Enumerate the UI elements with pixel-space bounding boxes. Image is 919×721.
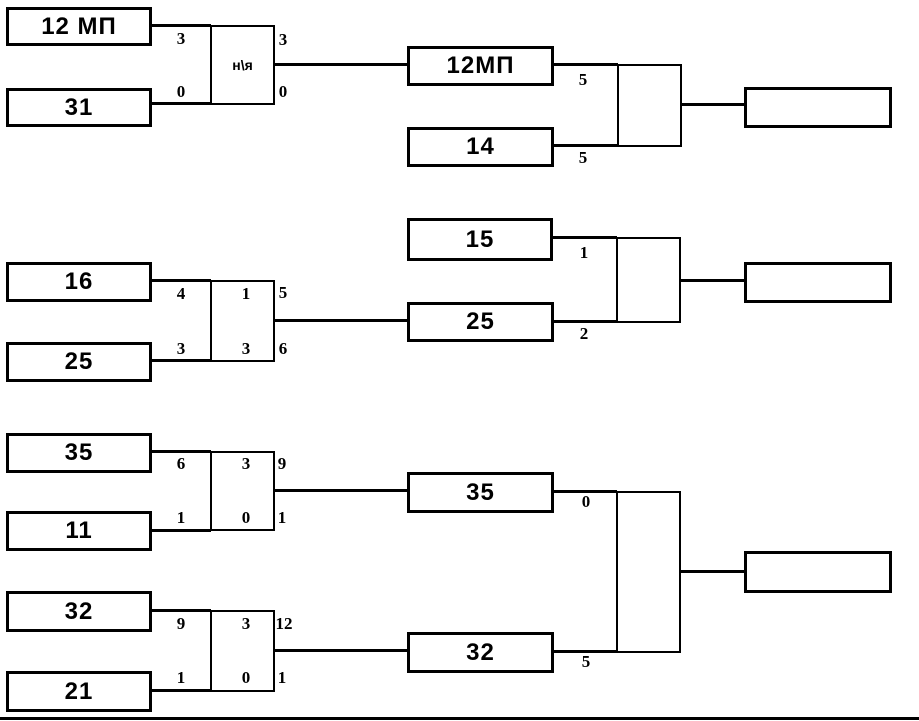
- bracket-line: [680, 279, 745, 282]
- score-label: 5: [578, 148, 588, 167]
- bottom-border-line: [0, 717, 919, 720]
- score-label: 0: [581, 492, 591, 511]
- bracket-line: [680, 570, 745, 573]
- bracket-line: [553, 63, 618, 66]
- bracket-line: [274, 319, 408, 322]
- score-label: 12: [275, 614, 293, 633]
- score-label: 1: [176, 508, 186, 527]
- bracket-line: [151, 24, 211, 27]
- score-label: 4: [176, 284, 186, 303]
- team-box: 12 МП: [6, 7, 152, 46]
- match-connector-box: н\я: [210, 25, 275, 105]
- team-box: 35: [6, 433, 152, 473]
- score-label: 9: [176, 614, 186, 633]
- match-connector-box: [616, 237, 681, 323]
- score-label: 0: [241, 508, 251, 527]
- winner-box: [744, 262, 892, 303]
- score-label: 9: [277, 454, 287, 473]
- match-connector-box: [210, 610, 275, 692]
- team-box: 21: [6, 671, 152, 712]
- score-label: 1: [579, 243, 589, 262]
- bracket-line: [274, 63, 408, 66]
- team-box: 32: [6, 591, 152, 632]
- score-label: 5: [581, 652, 591, 671]
- bracket-line: [151, 529, 211, 532]
- score-label: 3: [241, 339, 251, 358]
- score-label: 3: [176, 29, 186, 48]
- score-label: 6: [176, 454, 186, 473]
- team-box: 14: [407, 127, 554, 167]
- team-box: 35: [407, 472, 554, 513]
- score-label: 1: [176, 668, 186, 687]
- team-box: 25: [6, 342, 152, 382]
- match-connector-box: [210, 451, 275, 531]
- score-label: 3: [241, 614, 251, 633]
- team-box: 25: [407, 302, 554, 342]
- bracket-line: [553, 490, 617, 493]
- team-box: 16: [6, 262, 152, 302]
- score-label: 3: [176, 339, 186, 358]
- team-box: 15: [407, 218, 553, 261]
- bracket-line: [151, 450, 211, 453]
- score-label: 0: [176, 82, 186, 101]
- match-connector-box: [617, 64, 682, 147]
- team-box: 12МП: [407, 46, 554, 86]
- bracket-line: [274, 649, 408, 652]
- bracket-line: [553, 650, 617, 653]
- score-label: 5: [278, 283, 288, 302]
- bracket-line: [553, 236, 617, 239]
- bracket-line: [151, 279, 211, 282]
- score-label: 3: [278, 30, 288, 49]
- score-label: 1: [241, 284, 251, 303]
- team-box: 31: [6, 88, 152, 127]
- score-label: 2: [579, 324, 589, 343]
- winner-box: [744, 551, 892, 593]
- winner-box: [744, 87, 892, 128]
- match-connector-box: [210, 280, 275, 362]
- score-label: 6: [278, 339, 288, 358]
- team-box: 32: [407, 632, 554, 673]
- bracket-line: [681, 103, 745, 106]
- bracket-line: [151, 359, 211, 362]
- score-label: 1: [277, 508, 287, 527]
- team-box: 11: [6, 511, 152, 551]
- bracket-line: [553, 144, 618, 147]
- score-label: 1: [277, 668, 287, 687]
- bracket-line: [553, 320, 617, 323]
- bracket-line: [274, 489, 408, 492]
- score-label: 3: [241, 454, 251, 473]
- score-label: 0: [278, 82, 288, 101]
- bracket-line: [151, 102, 211, 105]
- score-label: 5: [578, 70, 588, 89]
- score-label: 0: [241, 668, 251, 687]
- bracket-line: [151, 609, 211, 612]
- match-connector-box: [616, 491, 681, 653]
- bracket-line: [151, 689, 211, 692]
